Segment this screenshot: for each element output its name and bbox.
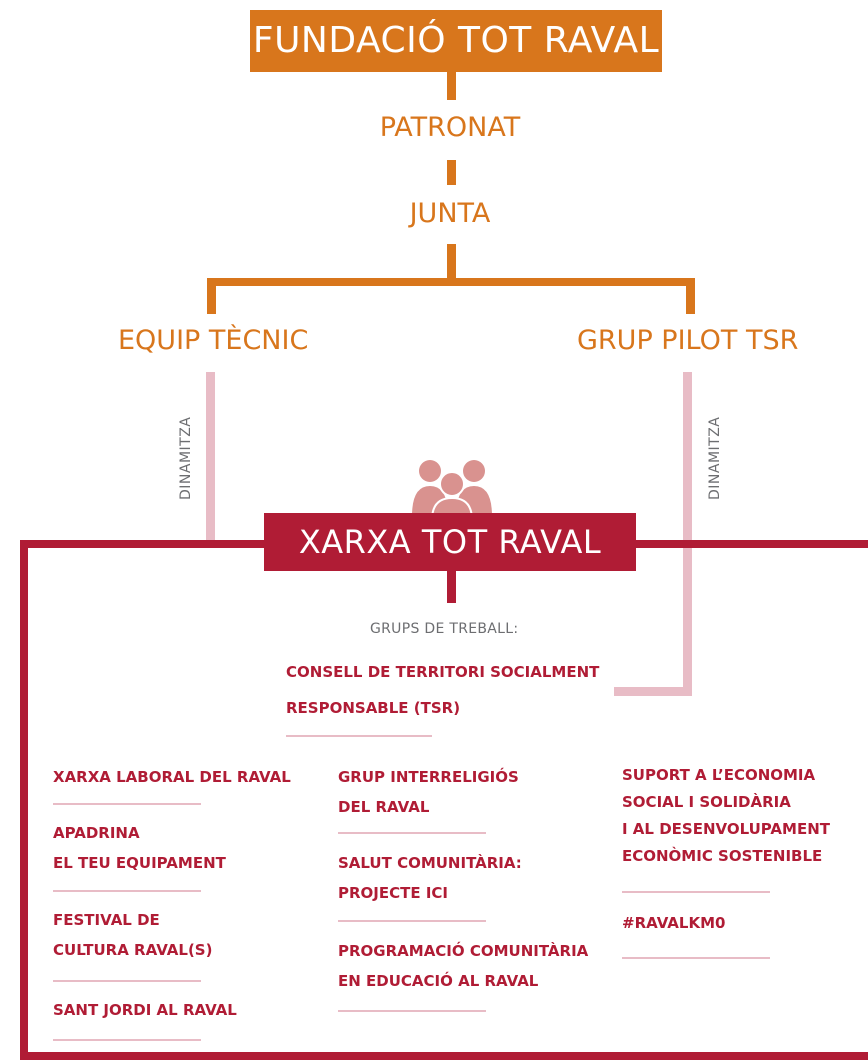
network-title: XARXA TOT RAVAL bbox=[298, 523, 602, 561]
frame-left bbox=[20, 540, 28, 1060]
group-line: PROJECTE ICI bbox=[338, 884, 449, 902]
group-underline bbox=[338, 1010, 486, 1012]
dinamitza-right-line bbox=[683, 372, 692, 696]
group-underline bbox=[622, 891, 770, 893]
group-underline bbox=[338, 832, 486, 834]
group-underline bbox=[622, 957, 770, 959]
group-line: SUPORT A L’ECONOMIA bbox=[622, 766, 816, 784]
group-line: EL TEU EQUIPAMENT bbox=[53, 854, 226, 872]
level-junta: JUNTA bbox=[409, 198, 491, 229]
group-line: I AL DESENVOLUPAMENT bbox=[622, 820, 830, 838]
group-line: SANT JORDI AL RAVAL bbox=[53, 1001, 237, 1019]
group-line: PROGRAMACIÓ COMUNITÀRIA bbox=[338, 942, 589, 960]
level-patronat: PATRONAT bbox=[379, 112, 521, 143]
org-title: FUNDACIÓ TOT RAVAL bbox=[252, 20, 660, 61]
group-line: APADRINA bbox=[53, 824, 140, 842]
group-line: #RAVALKM0 bbox=[622, 914, 726, 932]
group-programacio: PROGRAMACIÓ COMUNITÀRIA EN EDUCACIÓ AL R… bbox=[338, 936, 588, 996]
group-line: RESPONSABLE (TSR) bbox=[286, 699, 461, 717]
org-title-box: FUNDACIÓ TOT RAVAL bbox=[250, 10, 662, 72]
group-line: SOCIAL I SOLIDÀRIA bbox=[622, 793, 791, 811]
group-apadrina: APADRINA EL TEU EQUIPAMENT bbox=[53, 818, 226, 878]
group-line: GRUP INTERRELIGIÓS bbox=[338, 768, 519, 786]
group-underline bbox=[53, 1039, 201, 1041]
group-underline bbox=[53, 803, 201, 805]
frame-bottom bbox=[20, 1052, 868, 1060]
branch-bracket bbox=[207, 278, 695, 286]
group-underline bbox=[53, 890, 201, 892]
connector-title-patronat bbox=[447, 72, 456, 100]
group-xarxa-laboral: XARXA LABORAL DEL RAVAL bbox=[53, 762, 291, 792]
group-line: SALUT COMUNITÀRIA: bbox=[338, 854, 522, 872]
group-sant-jordi: SANT JORDI AL RAVAL bbox=[53, 995, 237, 1025]
connector-patronat-junta bbox=[447, 160, 456, 185]
frame-top-right bbox=[634, 540, 868, 548]
branch-equip-tecnic: EQUIP TÈCNIC bbox=[118, 325, 309, 356]
group-line: XARXA LABORAL DEL RAVAL bbox=[53, 768, 291, 786]
dinamitza-left-line bbox=[206, 372, 215, 540]
group-underline bbox=[53, 980, 201, 982]
branch-left-drop bbox=[207, 278, 216, 314]
dinamitza-right-elbow bbox=[614, 687, 692, 696]
group-consell-tsr: CONSELL DE TERRITORI SOCIALMENT RESPONSA… bbox=[286, 657, 599, 723]
group-line: CONSELL DE TERRITORI SOCIALMENT bbox=[286, 663, 600, 681]
dinamitza-label-left: DINAMITZA bbox=[178, 416, 194, 500]
branch-grup-pilot: GRUP PILOT TSR bbox=[577, 325, 799, 356]
group-underline bbox=[286, 735, 432, 737]
group-line: EN EDUCACIÓ AL RAVAL bbox=[338, 972, 539, 990]
group-line: DEL RAVAL bbox=[338, 798, 430, 816]
people-group-icon bbox=[412, 460, 492, 520]
network-title-box: XARXA TOT RAVAL bbox=[264, 513, 636, 571]
groups-subtitle: GRUPS DE TREBALL: bbox=[370, 621, 519, 637]
group-ravalkm0: #RAVALKM0 bbox=[622, 908, 725, 938]
group-festival: FESTIVAL DE CULTURA RAVAL(S) bbox=[53, 905, 212, 965]
connector-network-groups bbox=[447, 571, 456, 603]
group-interreligios: GRUP INTERRELIGIÓS DEL RAVAL bbox=[338, 762, 519, 822]
frame-top-left bbox=[20, 540, 270, 548]
group-line: ECONÒMIC SOSTENIBLE bbox=[622, 847, 823, 865]
group-underline bbox=[338, 920, 486, 922]
group-salut-comunitaria: SALUT COMUNITÀRIA: PROJECTE ICI bbox=[338, 848, 522, 908]
group-economia-social: SUPORT A L’ECONOMIA SOCIAL I SOLIDÀRIA I… bbox=[622, 762, 830, 870]
connector-junta-split bbox=[447, 244, 456, 282]
branch-right-drop bbox=[686, 278, 695, 314]
group-line: CULTURA RAVAL(S) bbox=[53, 941, 213, 959]
dinamitza-label-right: DINAMITZA bbox=[707, 416, 723, 500]
group-line: FESTIVAL DE bbox=[53, 911, 160, 929]
